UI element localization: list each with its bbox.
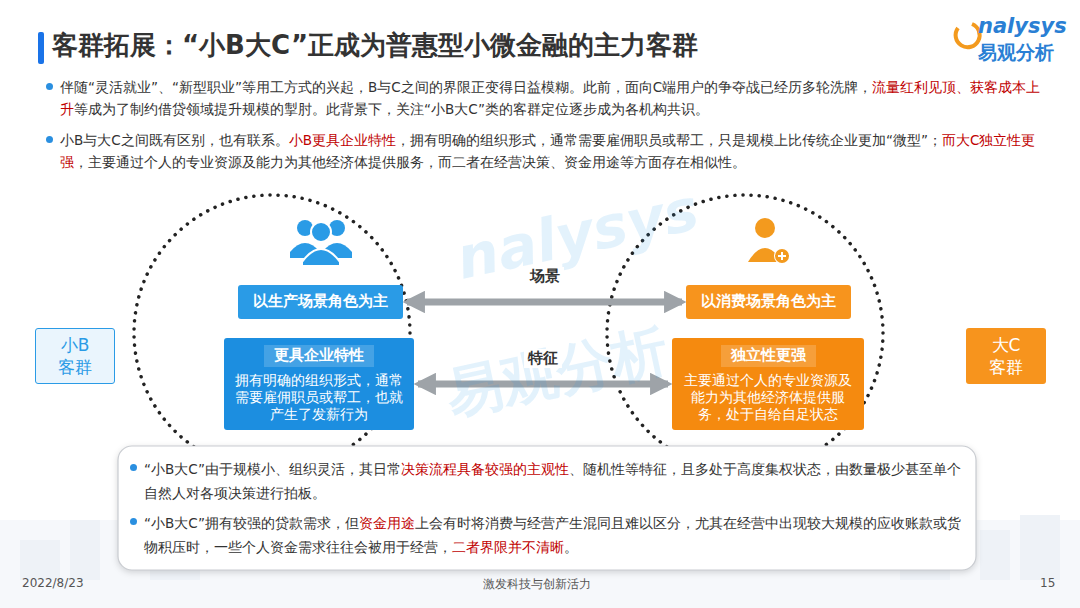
box-body: 主要通过个人的专业资源及能力为其他经济体提供服务，处于自给自足状态 [678,372,858,423]
paragraph-text: 伴随“灵活就业”、“新型职业”等用工方式的兴起，B与C之间的界限正变得日益模糊。… [60,79,872,95]
bullet-paragraph: 伴随“灵活就业”、“新型职业”等用工方式的兴起，B与C之间的界限正变得日益模糊。… [46,76,1046,120]
note-text: “小B大C”拥有较强的贷款需求，但 [144,515,359,531]
feature-box: 更具企业特性拥有明确的组织形式，通常需要雇佣职员或帮工，也就产生了发薪行为 [224,338,414,430]
note-text: 。 [564,539,578,555]
dotted-circle [607,195,883,471]
note-text: 资金用途 [359,515,415,531]
box-heading: 以消费场景角色为主 [701,292,836,312]
paragraph-text: ，拥有明确的组织形式，通常需要雇佣职员或帮工，只是规模上比传统企业更加“微型”； [396,132,942,148]
box-heading: 更具企业特性 [264,345,374,367]
double-arrow [418,381,668,388]
bottom-panel-shadow [118,446,976,570]
watermark: 易观分析 [440,313,675,434]
double-arrow [407,299,682,306]
slide-title: 客群拓展：“小B大C”正成为普惠型小微金融的主力客群 [52,28,698,63]
feature-box: 独立性更强主要通过个人的专业资源及能力为其他经济体提供服务，处于自给自足状态 [672,338,864,430]
edge-label: 场景 [526,267,564,286]
edge-label: 特征 [524,349,562,368]
group-tag: 小B 客群 [35,328,115,384]
box-body: 拥有明确的组织形式，通常需要雇佣职员或帮工，也就产生了发薪行为 [230,372,408,423]
watermark: nalysys [451,175,705,292]
footer-text: 15 [1040,576,1055,590]
logo-text: nalysys [978,14,1067,38]
note-text: 决策流程具备较强的主观性 [401,461,569,477]
group-tag: 大C 客群 [966,328,1046,384]
people-icon [290,220,352,266]
note-panel: “小B大C”由于规模小、组织灵活，其日常决策流程具备较强的主观性、随机性等特征，… [130,452,966,564]
paragraph-text: ，主要通过个人的专业资源及能力为其他经济体提供服务，而二者在经营决策、资金用途等… [74,154,746,170]
bullet-paragraph: “小B大C”由于规模小、组织灵活，其日常决策流程具备较强的主观性、随机性等特征，… [130,457,966,505]
role-box: 以消费场景角色为主 [686,285,851,319]
footer-text: 2022/8/23 [22,576,84,590]
box-heading: 以生产场景角色为主 [253,292,388,312]
role-box: 以生产场景角色为主 [238,285,403,319]
footer-text: 激发科技与创新活力 [483,576,591,593]
box-heading: 小B 客群 [50,334,101,378]
logo-mark [956,24,980,47]
note-text: 二者界限并不清晰 [452,539,564,555]
paragraph-text: 小B与大C之间既有区别，也有联系。 [60,132,289,148]
paragraph-text: 小B更具企业特性 [289,132,396,148]
note-text: “小B大C”由于规模小、组织灵活，其日常 [144,461,401,477]
bullet-paragraph: 小B与大C之间既有区别，也有联系。小B更具企业特性，拥有明确的组织形式，通常需要… [46,129,1046,173]
bullet-paragraph: “小B大C”拥有较强的贷款需求，但资金用途上会有时将消费与经营产生混同且难以区分… [130,511,966,559]
box-heading: 大C 客群 [981,334,1032,378]
logo-text: 易观分析 [978,40,1054,66]
person-plus-icon [748,218,790,264]
paragraph-text: 等成为了制约借贷领域提升规模的掣肘。此背景下，关注“小B大C”类的客群定位逐步成… [74,101,709,117]
box-heading: 独立性更强 [721,345,816,367]
title-bar [38,32,44,64]
